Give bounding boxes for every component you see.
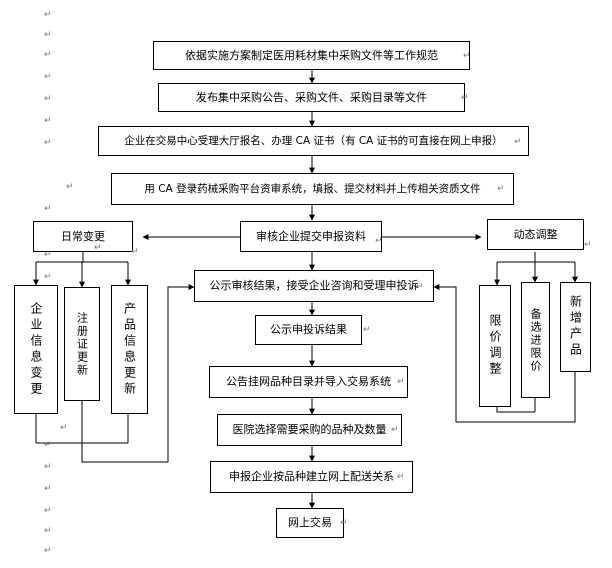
paragraph-mark: ↵ — [44, 440, 52, 450]
paragraph-mark: ↵ — [44, 116, 52, 126]
paragraph-mark: ↵ — [44, 50, 52, 60]
step-hospital-selection: 医院选择需要采购的品种及数量 — [217, 414, 402, 446]
paragraph-mark: ↵ — [44, 462, 52, 472]
left-branch-item-product-info: 产品信息更新 — [111, 285, 148, 414]
paragraph-mark: ↵ — [397, 472, 405, 482]
paragraph-mark: ↵ — [44, 138, 52, 148]
paragraph-mark: ↵ — [44, 546, 52, 556]
paragraph-mark: ↵ — [44, 10, 52, 20]
paragraph-mark: ↵ — [397, 377, 405, 387]
paragraph-mark: ↵ — [44, 204, 52, 214]
step-publish-catalog: 公告挂网品种目录并导入交易系统 — [209, 366, 408, 398]
paragraph-mark: ↵ — [497, 184, 505, 194]
right-branch-item-new-product: 新增产品 — [560, 282, 591, 372]
paragraph-mark: ↵ — [44, 72, 52, 82]
step-audit-materials: 审核企业提交申报资料 — [240, 221, 382, 252]
step-publish-audit-result: 公示审核结果，接受企业咨询和受理申投诉 — [194, 270, 434, 302]
step-submit-materials: 用 CA 登录药械采购平台资审系统，填报、提交材料并上传相关资质文件 — [111, 173, 514, 205]
paragraph-mark: ↵ — [340, 518, 348, 528]
paragraph-mark: ↵ — [363, 325, 371, 335]
paragraph-mark: ↵ — [94, 243, 102, 253]
paragraph-mark: ↵ — [66, 182, 74, 192]
paragraph-mark: ↵ — [375, 236, 383, 246]
paragraph-mark: ↵ — [131, 247, 139, 257]
paragraph-mark: ↵ — [44, 272, 52, 282]
step-delivery-relationship: 申报企业按品种建立网上配送关系 — [210, 461, 413, 493]
paragraph-mark: ↵ — [514, 137, 522, 147]
right-branch-title: 动态调整 — [487, 219, 584, 250]
connector-right-merge-to-s6 — [433, 284, 576, 423]
paragraph-mark: ↵ — [44, 250, 52, 260]
paragraph-mark: ↵ — [461, 93, 469, 103]
connector-right-item-1-down — [496, 407, 535, 413]
step-register-ca: 企业在交易中心受理大厅报名、办理 CA 证书（有 CA 证书的可直接在网上申报） — [98, 126, 529, 156]
paragraph-mark: ↵ — [463, 51, 471, 61]
paragraph-mark: ↵ — [44, 94, 52, 104]
connector-left-merge-to-s6 — [81, 284, 195, 463]
left-branch-title: 日常变更 — [33, 221, 133, 252]
step-formulate-rules: 依据实施方案制定医用耗材集中采购文件等工作规范 — [153, 41, 470, 70]
step-publish-announcement: 发布集中采购公告、采购文件、采购目录等文件 — [158, 83, 465, 112]
right-branch-item-price-adjust: 限价调整 — [479, 285, 511, 407]
paragraph-mark: ↵ — [416, 282, 424, 292]
paragraph-mark: ↵ — [391, 425, 399, 435]
right-branch-item-alternate-price: 备选进限价 — [521, 282, 550, 398]
paragraph-mark: ↵ — [44, 506, 52, 516]
left-branch-item-license-update: 注册证更新 — [64, 287, 100, 401]
step-publish-complaint-result: 公示申投诉结果 — [255, 315, 362, 345]
paragraph-mark: ↵ — [44, 30, 52, 40]
left-branch-item-enterprise-info: 企业信息变更 — [14, 285, 58, 414]
paragraph-mark: ↵ — [44, 484, 52, 494]
paragraph-mark: ↵ — [60, 423, 68, 433]
paragraph-mark: ↵ — [44, 526, 52, 536]
step-online-trading: 网上交易 — [276, 508, 344, 538]
paragraph-mark: ↵ — [584, 240, 592, 250]
